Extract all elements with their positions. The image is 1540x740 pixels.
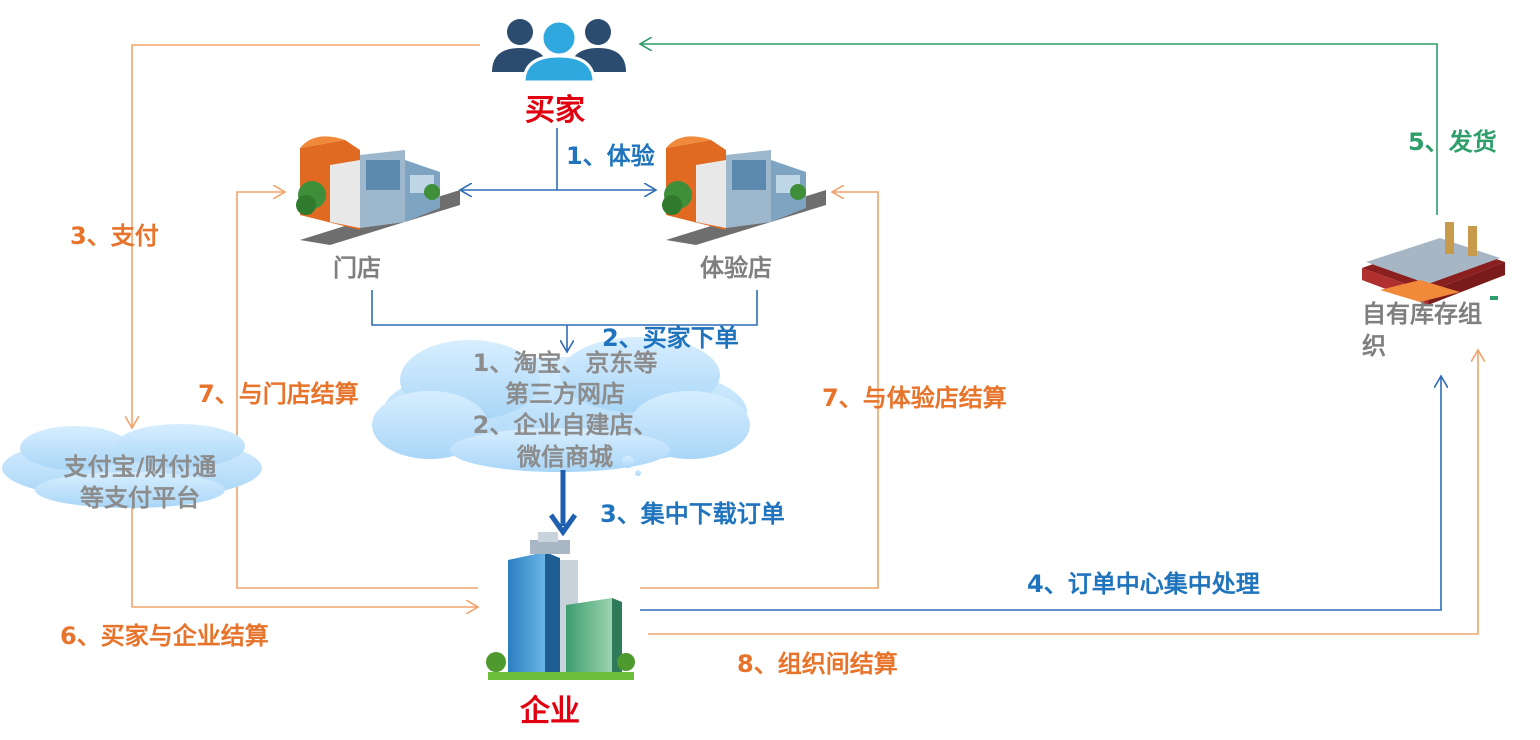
step-2-buyer-order: 2、买家下单 (602, 324, 739, 352)
store-settlement-arrow (236, 192, 478, 589)
shop-cloud-text: 1、淘宝、京东等 第三方网店 2、企业自建店、 微信商城 (430, 348, 700, 473)
step-5-ship: 5、发货 (1408, 128, 1497, 156)
warehouse-label-line1: 自有库存组 (1362, 300, 1482, 328)
step-7-store-settlement: 7、与门店结算 (198, 380, 359, 408)
payment-cloud (2, 424, 262, 508)
shop-cloud-line1: 1、淘宝、京东等 (472, 349, 658, 377)
shipping-arrow (640, 44, 1438, 215)
store-label: 门店 (333, 254, 381, 282)
experience-store-label: 体验店 (700, 254, 772, 282)
order-merge-line (371, 290, 758, 326)
step-3-pay: 3、支付 (70, 222, 159, 250)
shop-cloud (372, 337, 750, 476)
enterprise-label: 企业 (520, 694, 580, 729)
payment-cloud-text: 支付宝/财付通 等支付平台 (40, 452, 240, 514)
payment-cloud-line1: 支付宝/财付通 (63, 453, 217, 481)
buyer-icon (492, 19, 626, 84)
warehouse-label-line2: 织 (1362, 332, 1386, 360)
exp-store-settlement-arrow (640, 192, 879, 589)
experience-store-icon (662, 136, 826, 245)
step-7-exp-store-settlement: 7、与体验店结算 (822, 384, 1007, 412)
step-8-inter-org: 8、组织间结算 (737, 650, 898, 678)
enterprise-icon (486, 532, 635, 680)
inter-org-settlement-arrow (648, 350, 1478, 635)
buyer-enterprise-settlement-arrow (131, 505, 478, 607)
buyer-label: 买家 (525, 93, 585, 128)
step-4-order-center: 4、订单中心集中处理 (1027, 570, 1260, 598)
step-6-buyer-enterprise: 6、买家与企业结算 (60, 622, 269, 650)
payment-cloud-line2: 等支付平台 (80, 484, 200, 513)
factory-icon (1362, 222, 1505, 305)
shop-cloud-line2: 第三方网店 (505, 380, 625, 409)
store-icon (296, 136, 460, 245)
shop-cloud-line3: 2、企业自建店、 (472, 411, 658, 440)
pay-arrow (132, 44, 480, 428)
step-3-download: 3、集中下载订单 (600, 500, 785, 528)
order-processing-arrow (640, 376, 1441, 611)
shop-cloud-line4: 微信商城 (517, 442, 613, 471)
step-1-experience: 1、体验 (566, 142, 655, 170)
